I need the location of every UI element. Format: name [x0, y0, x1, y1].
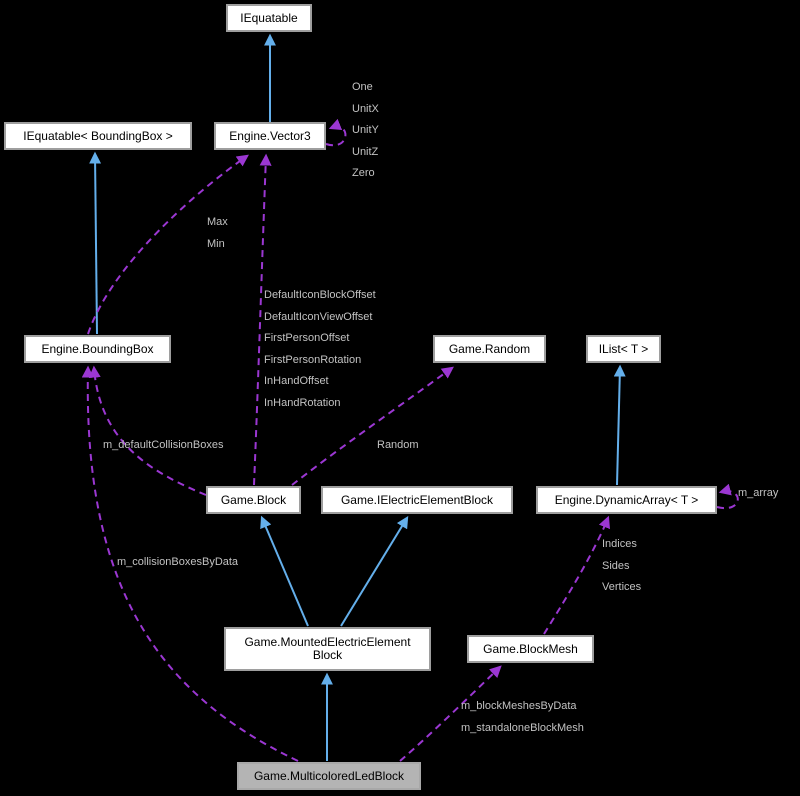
node-label: Engine.Vector3: [229, 128, 311, 143]
edge-label-max-min: Max Min: [207, 216, 228, 250]
edge-label-m-array: m_array: [738, 487, 779, 499]
edge-label-block-vector3-members: DefaultIconBlockOffset DefaultIconViewOf…: [264, 289, 376, 409]
node-label: IList< T >: [598, 341, 649, 356]
node-label: Engine.BoundingBox: [41, 341, 154, 356]
edge-label-default-collision-boxes: m_defaultCollisionBoxes: [103, 439, 224, 451]
node-label: Game.IElectricElementBlock: [340, 492, 494, 507]
node-label: Game.BlockMesh: [483, 641, 578, 656]
node-engine-vector3[interactable]: Engine.Vector3: [214, 122, 326, 150]
node-iequatable-boundingbox[interactable]: IEquatable< BoundingBox >: [4, 122, 192, 150]
edge-label-vector3-self-members: One UnitX UnitY UnitZ Zero: [352, 81, 379, 179]
node-game-random[interactable]: Game.Random: [433, 335, 546, 363]
node-ilist[interactable]: IList< T >: [586, 335, 661, 363]
edge-dynamicarray-to-ilist: [613, 364, 626, 486]
edge-label-led-blockmesh-members: m_blockMeshesByData m_standaloneBlockMes…: [461, 700, 584, 734]
node-game-multicoloredledblock: Game.MulticoloredLedBlock: [237, 762, 421, 790]
node-label-line1: Game.MountedElectricElement: [244, 635, 411, 649]
edge-blockmesh-to-dynamicarray-usage: [543, 515, 611, 635]
node-engine-boundingbox[interactable]: Engine.BoundingBox: [24, 335, 171, 363]
edge-block-to-vector3-usage: [253, 153, 272, 486]
edge-label-blockmesh-members: Indices Sides Vertices: [602, 538, 642, 593]
edge-label-random: Random: [377, 439, 419, 451]
node-label: Engine.DynamicArray< T >: [554, 492, 699, 507]
node-game-blockmesh[interactable]: Game.BlockMesh: [467, 635, 594, 663]
edge-dynamicarray-self-usage: [716, 483, 739, 510]
node-label: Game.Block: [220, 492, 287, 507]
edge-block-to-boundingbox-usage: [88, 365, 207, 496]
edge-led-to-boundingbox-usage: [81, 365, 299, 762]
edge-vector3-self-usage: [325, 118, 347, 147]
edge-boundingbox-to-iequatable-boundingbox: [89, 151, 102, 335]
node-label: IEquatable: [240, 10, 298, 25]
node-label: Game.Random: [448, 341, 531, 356]
edge-mounted-to-ielectricelementblock: [340, 515, 409, 627]
node-iequatable[interactable]: IEquatable: [226, 4, 312, 32]
node-game-block[interactable]: Game.Block: [206, 486, 301, 514]
node-game-ielectricelementblock[interactable]: Game.IElectricElementBlock: [321, 486, 513, 514]
edge-mounted-to-block: [260, 515, 309, 627]
node-label-line2: Block: [312, 648, 343, 662]
node-engine-dynamicarray[interactable]: Engine.DynamicArray< T >: [536, 486, 717, 514]
node-game-mountedelectricelementblock[interactable]: Game.MountedElectricElement Block: [224, 627, 431, 671]
edge-boundingbox-to-vector3-usage: [87, 154, 249, 335]
edge-label-collision-boxes-by-data: m_collisionBoxesByData: [117, 556, 239, 568]
node-label: IEquatable< BoundingBox >: [23, 128, 173, 143]
edge-led-to-blockmesh-usage: [399, 665, 502, 762]
node-label: Game.MulticoloredLedBlock: [253, 768, 405, 783]
